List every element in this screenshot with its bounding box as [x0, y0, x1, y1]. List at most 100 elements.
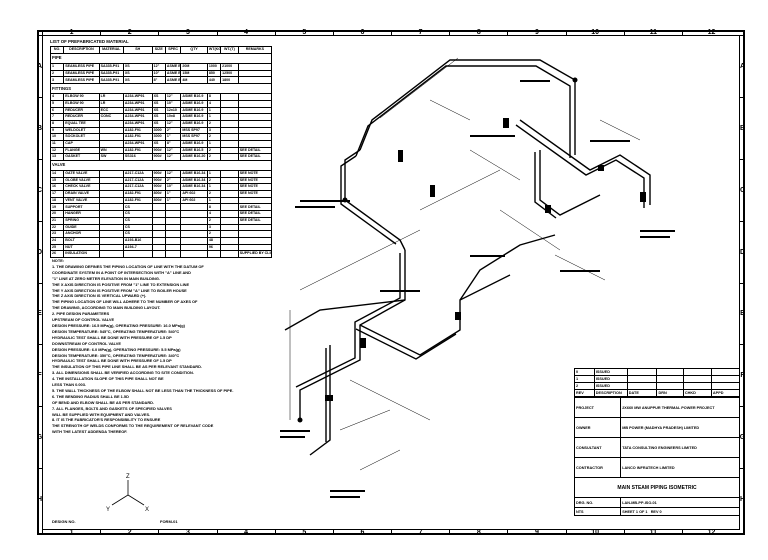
note-line: 1. THE DRAWING DEFINES THE PIPING LOCATI…: [52, 263, 204, 269]
note-line: THE INSULATION OF THIS PIPE LINE SHALL B…: [52, 364, 203, 370]
note-line: DESIGN TEMPERATURE: 545°C, OPERATING TEM…: [52, 328, 180, 334]
zone-row-label: E: [740, 282, 745, 345]
zone-col-label: 4: [216, 29, 275, 36]
note-line: HYDRAULIC TEST SHALL BE DONE WITH PRESSU…: [52, 334, 172, 340]
note-line: DESIGN TEMPERATURE: 350°C, OPERATING TEM…: [52, 352, 180, 358]
revision-cell: [710, 368, 741, 376]
revision-cell: ISSUED: [593, 368, 628, 376]
zone-col-label: 1: [42, 29, 100, 36]
note-line: THE STRENGTH OF WELDS CONFORMS TO THE RE…: [52, 423, 214, 429]
zone-row-label: B: [37, 96, 42, 159]
note-line: 2. PIPE DESIGN PARAMETERS: [52, 311, 110, 317]
revision-header-cell: DESCRIPTION: [593, 389, 628, 397]
note-line: WILL BE SUPPLIED WITH EQUIPMENT AND VALV…: [52, 411, 151, 417]
bom-cell: [206, 250, 222, 258]
bom-section-row: PIPE: [50, 53, 272, 65]
note-line: WITH THE LATEST ADDENDA THEREOF.: [52, 429, 128, 435]
revision-cell: 0: [574, 368, 595, 376]
drawing-no-label: DRG. NO.: [573, 497, 622, 508]
revision-cell: ISSUED: [593, 375, 628, 383]
note-line: 7. ALL FLANGES, BOLTS AND GASKETS OF SPE…: [52, 405, 172, 411]
drawing-title: MAIN STEAM PIPING ISOMETRIC: [574, 477, 740, 498]
owner-name: MB POWER (MADHYA PRADESH) LIMITED: [620, 417, 740, 438]
callout-text-marks: [280, 80, 675, 498]
zone-col-label: 2: [100, 529, 158, 536]
zone-row-label: H: [740, 468, 745, 530]
revision-cell: [656, 375, 684, 383]
consultant-label: CONSULTANT: [573, 437, 622, 458]
zone-row-label: A: [740, 35, 745, 97]
note-line: THE X AXIS DIRECTION IS POSITIVE FROM "1…: [52, 281, 190, 287]
note-line: THE Z AXIS DIRECTION IS VERTICAL UPWARD …: [52, 293, 147, 299]
zone-row-label: E: [37, 282, 42, 345]
zone-col-label: 5: [274, 29, 333, 36]
revision-cell: 2: [574, 382, 595, 390]
zone-row-label: D: [740, 220, 745, 283]
revision-header-cell: APPD: [710, 389, 741, 397]
bom-section-label: FITTINGS: [50, 83, 272, 95]
zone-row-label: F: [740, 344, 745, 406]
revision-cell: [656, 368, 684, 376]
revision-cell: [710, 375, 741, 383]
zone-col-label: 3: [158, 29, 216, 36]
revision-header-cell: REV: [574, 389, 595, 397]
note-line: HYDRAULIC TEST SHALL BE DONE WITH PRESSU…: [52, 358, 172, 364]
zone-row-label: C: [740, 158, 745, 221]
bill-of-materials: LIST OF PREFABRICATED MATERIAL NO.DESCRI…: [49, 39, 273, 258]
note-line: COORDINATE SYSTEM IN A POINT OF INTERSEC…: [52, 269, 191, 275]
contractor-label: CONTRACTOR: [573, 457, 622, 478]
revision-cell: [682, 368, 712, 376]
zone-row-label: B: [740, 96, 745, 159]
bom-cell: [98, 250, 124, 258]
zone-row-label: G: [740, 406, 745, 468]
zone-col-label: 11: [623, 529, 682, 536]
bom-cell: [164, 250, 182, 258]
revision-number: REV 0: [650, 509, 662, 514]
note-line: NOTE:: [52, 258, 65, 263]
zone-col-label: 12: [681, 529, 740, 536]
project-name: 2X660 MW ANUPPUR THERMAL POWER PROJECT: [620, 397, 740, 418]
zone-col-label: 3: [158, 529, 216, 536]
scale-value: NTS: [573, 507, 622, 516]
axis-y-label: Y: [106, 507, 110, 513]
revision-cell: ISSUED: [593, 382, 628, 390]
main-pipe-route: [284, 59, 651, 456]
note-line: DOWNSTREAM OF CONTROL VALVE: [52, 340, 121, 346]
note-line: DESIGN PRESSURE: 16.5 MPa(g), OPERATING …: [52, 322, 185, 328]
bom-section-row: FITTINGS: [50, 83, 272, 95]
revision-cell: [656, 382, 684, 390]
owner-label: OWNER: [573, 417, 622, 438]
general-notes: NOTE:1. THE DRAWING DEFINES THE PIPING L…: [52, 258, 282, 435]
zone-col-label: 8: [449, 29, 507, 36]
bom-cell: 26: [49, 250, 65, 258]
zone-row-label: G: [37, 406, 42, 468]
inner-border: [42, 35, 740, 530]
bom-table: NO.DESCRIPTIONMATERIALSHSIZESPECQTYWT(KG…: [49, 46, 273, 258]
zone-col-label: 10: [565, 29, 624, 36]
zone-col-label: 9: [507, 29, 565, 36]
zone-col-label: 7: [391, 29, 449, 36]
bom-header-row: NO.DESCRIPTIONMATERIALSHSIZESPECQTYWT(KG…: [49, 46, 273, 55]
zone-col-label: 7: [391, 529, 449, 536]
note-line: LESS THAN 0.003.: [52, 382, 86, 388]
bom-cell: SUPPLIED BY CLIENT: [237, 250, 273, 258]
zone-row-label: H: [37, 468, 42, 530]
zone-col-label: 2: [100, 29, 158, 36]
zone-col-label: 6: [332, 29, 391, 36]
dimension-lines: [289, 57, 641, 471]
